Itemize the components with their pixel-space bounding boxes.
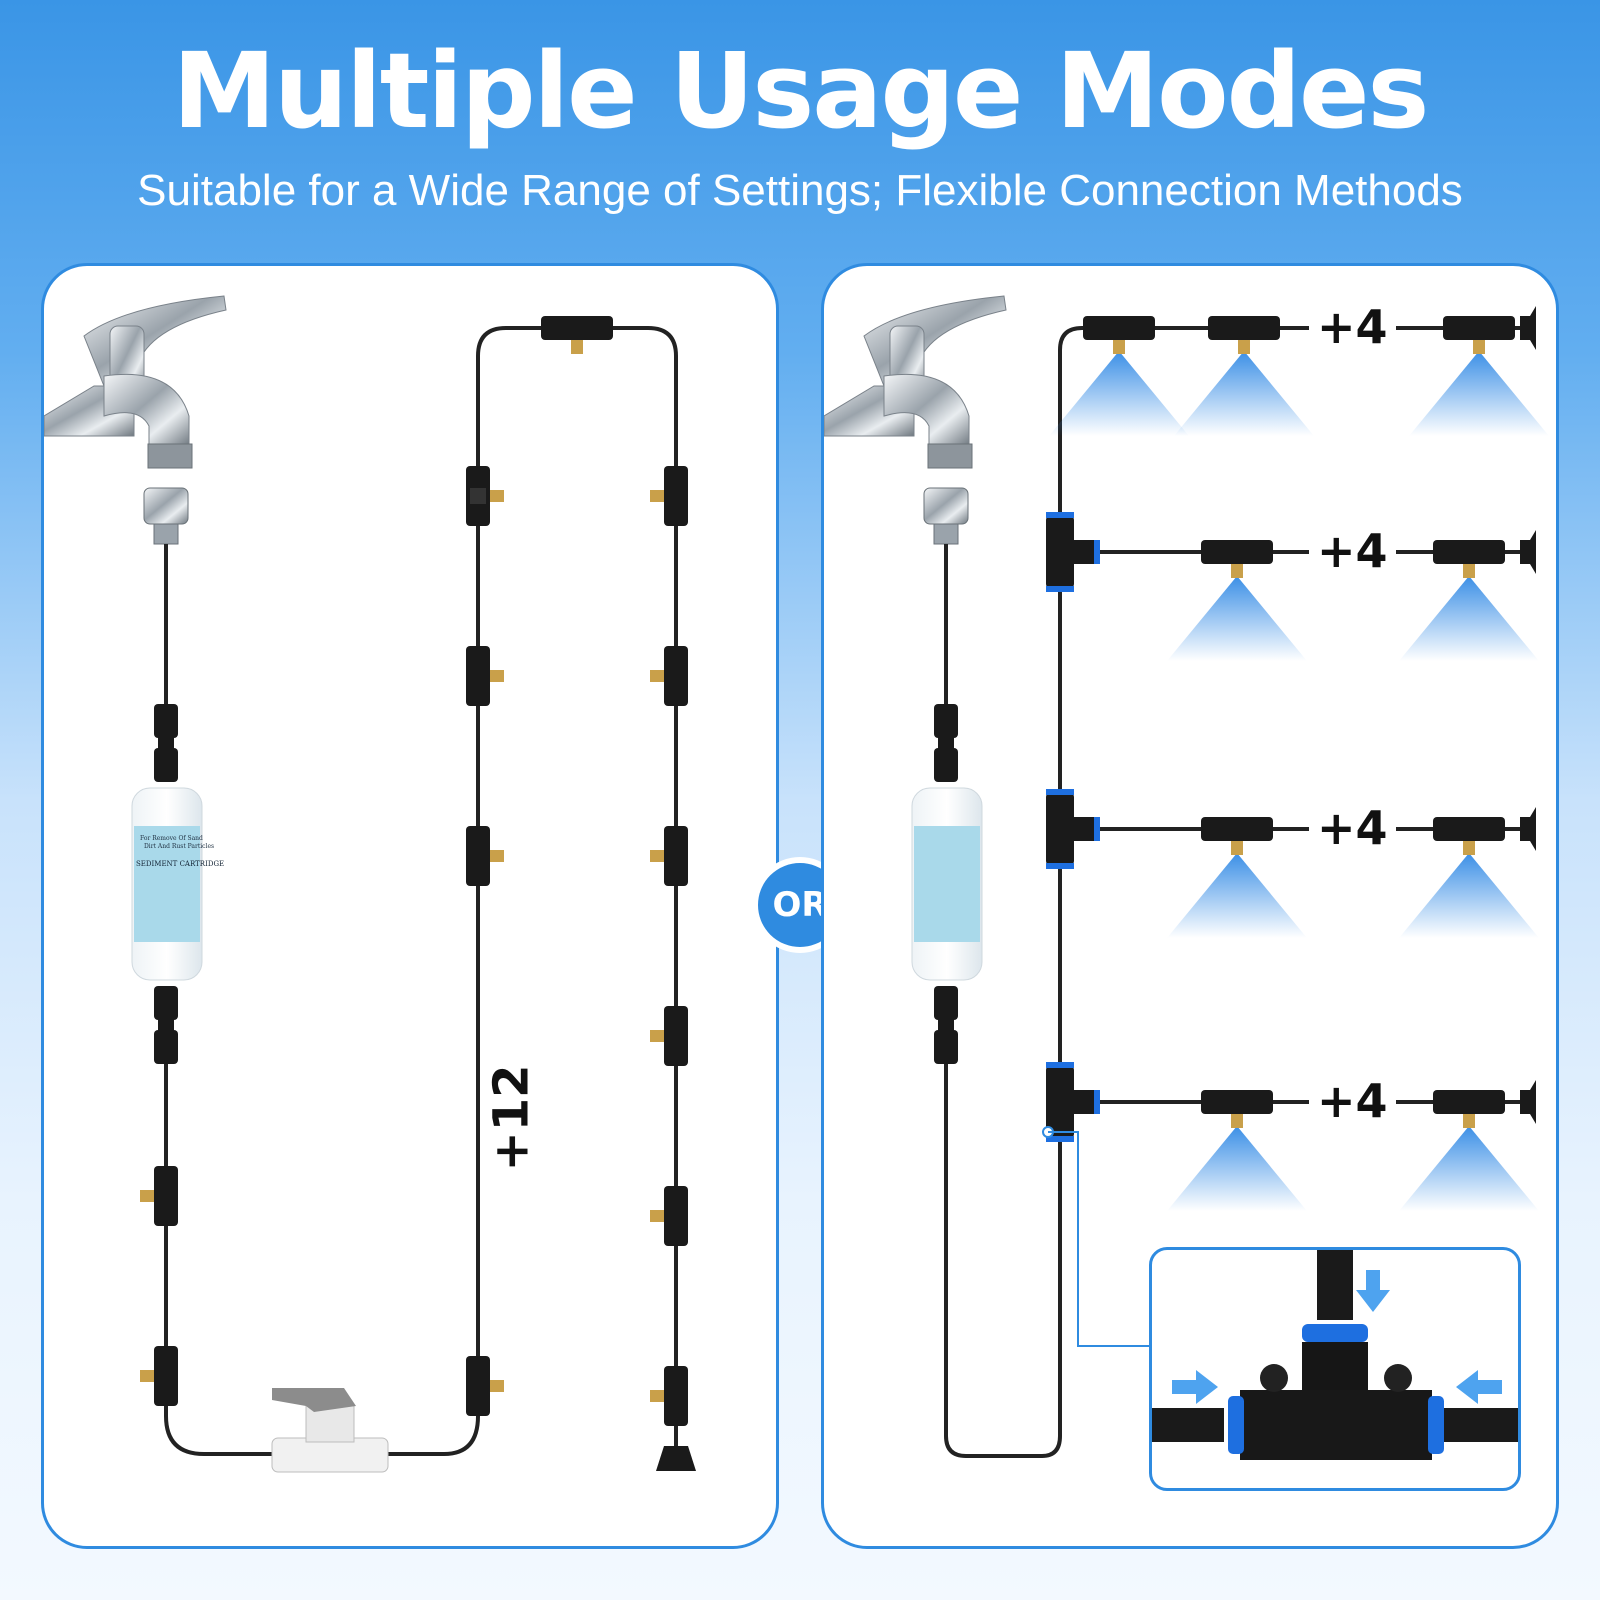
flow-arrow-icon [1172, 1270, 1502, 1404]
branch-mode-panel: +4 +4 +4 +4 [821, 263, 1559, 1549]
branch-mode-illustration [824, 295, 1549, 1458]
sediment-filter [911, 787, 983, 981]
mist-nozzle [140, 1166, 178, 1406]
mist-nozzle [541, 316, 613, 354]
mist-tubing [164, 326, 678, 1456]
page-subtitle: Suitable for a Wide Range of Settings; F… [137, 166, 1463, 215]
end-plug [656, 1446, 696, 1471]
mist-tubing [944, 326, 1524, 1458]
nozzle-count-label: +12 [481, 1060, 542, 1176]
faucet-icon [824, 295, 1007, 469]
loop-mode-illustration: For Remove Of Sand Dirt And Rust Particl… [44, 295, 696, 1473]
tee-connector-detail [1149, 1247, 1521, 1491]
shutoff-valve [271, 1388, 389, 1473]
mist-nozzle [650, 466, 688, 1426]
branch-count-label: +4 [1309, 1078, 1396, 1124]
hose-adapter [923, 487, 969, 545]
filter-label-line2: Dirt And Rust Particles [144, 843, 214, 850]
page-title: Multiple Usage Modes [172, 30, 1430, 152]
faucet-icon [44, 295, 227, 469]
inline-connector [934, 704, 958, 1064]
loop-mode-panel: For Remove Of Sand Dirt And Rust Particl… [41, 263, 779, 1549]
tee-connector-closeup [1152, 1250, 1518, 1460]
branch-count-label: +4 [1309, 805, 1396, 851]
sediment-filter: For Remove Of Sand Dirt And Rust Particl… [131, 787, 224, 981]
branch-count-label: +4 [1309, 528, 1396, 574]
hose-adapter [143, 487, 189, 545]
mist-nozzle [466, 466, 504, 1416]
filter-label-line1: For Remove Of Sand [140, 835, 203, 842]
end-plug [1520, 306, 1536, 1124]
filter-label-name: SEDIMENT CARTRIDGE [136, 860, 224, 868]
mist-nozzle [1083, 316, 1515, 1128]
mist-spray [1049, 351, 1549, 1211]
push-fit-tee [1046, 512, 1100, 1142]
inline-connector [154, 704, 178, 1064]
branch-count-label: +4 [1309, 304, 1396, 350]
